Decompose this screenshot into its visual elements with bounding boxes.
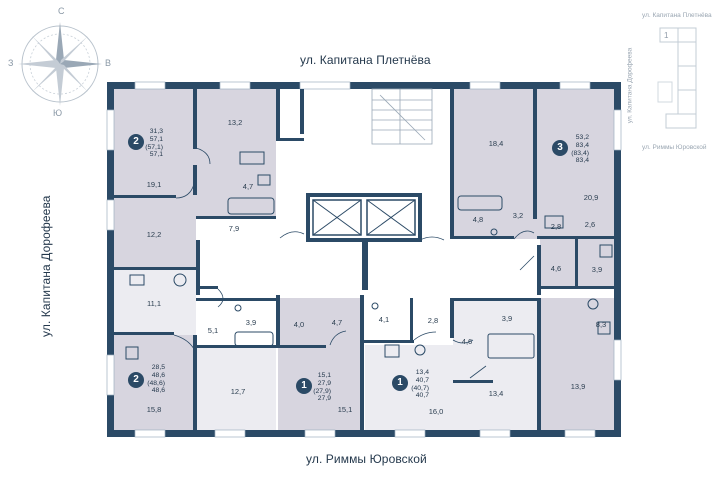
room-area: 4,7 [331, 318, 343, 327]
stairwell [371, 88, 433, 145]
room-area: 3,9 [591, 265, 603, 274]
room-area: 13,2 [227, 118, 243, 127]
minimap-section-number: 1 [664, 31, 669, 40]
rooms-badge: 1 [296, 378, 312, 394]
room-area: 12,2 [146, 230, 162, 239]
apartment-areas: 13,4 40,7 (40,7) 40,7 [411, 369, 429, 400]
compass-north-label: С [58, 6, 65, 16]
compass-rose-icon [18, 22, 102, 106]
room-area: 13,4 [488, 389, 504, 398]
door-swings [173, 147, 535, 379]
apartment-info[interactable]: 1 13,4 40,7 (40,7) 40,7 [392, 369, 429, 401]
room-area: 13,9 [570, 382, 586, 391]
room-area: 2,8 [550, 222, 562, 231]
room-area: 3,2 [512, 211, 524, 220]
outer-walls [107, 82, 621, 437]
room-area: 2,8 [427, 316, 439, 325]
apartment-1-bottom-center[interactable] [278, 345, 364, 430]
room-area: 5,1 [207, 326, 219, 335]
room-area: 3,9 [501, 314, 513, 323]
apartment-areas: 31,3 57,1 (57,1) 57,1 [145, 128, 163, 159]
room-area: 19,1 [146, 180, 162, 189]
room-area: 11,1 [146, 299, 162, 308]
room-area: 7,9 [228, 224, 240, 233]
minimap-top-street: ул. Капитана Плетнёва [642, 12, 712, 19]
apartment-2-bottom-left[interactable] [114, 335, 196, 430]
room-area: 3,9 [245, 318, 257, 327]
room-area: 4,7 [242, 182, 254, 191]
street-bottom-label: ул. Риммы Юровской [306, 452, 427, 466]
minimap-building-icon [657, 27, 697, 129]
apartment-fills [114, 89, 614, 430]
interior-walls [114, 89, 614, 430]
room-area: 18,4 [488, 139, 504, 148]
fixtures [125, 151, 613, 360]
room-area: 20,9 [583, 193, 599, 202]
compass-west-label: З [8, 58, 14, 68]
rooms-badge: 2 [128, 134, 144, 150]
apartment-info[interactable]: 1 15,1 27,9 (27,9) 27,9 [296, 372, 332, 404]
apartment-areas: 53,2 83,4 (83,4) 83,4 [571, 134, 589, 165]
compass-south-label: Ю [53, 108, 63, 118]
compass-east-label: В [105, 58, 112, 68]
apartment-areas: 28,5 48,6 (48,6) 48,6 [147, 364, 165, 395]
minimap-bottom-street: ул. Риммы Юровской [642, 144, 707, 151]
apartment-info[interactable]: 3 53,2 83,4 (83,4) 83,4 [552, 134, 589, 166]
room-area: 15,1 [337, 405, 353, 414]
apartment-1-bottom-right[interactable] [540, 298, 614, 430]
room-area: 4,6 [550, 264, 562, 273]
apartment-areas: 15,1 27,9 (27,9) 27,9 [313, 372, 331, 403]
minimap: ул. Капитана Плетнёва 1 ул. Капитана Дор… [626, 8, 720, 153]
room-area: 15,8 [146, 405, 162, 414]
apartment-2-top-left[interactable] [114, 89, 196, 269]
windows [106, 81, 622, 438]
apartment-info[interactable]: 2 31,3 57,1 (57,1) 57,1 [128, 128, 164, 160]
elevator-core [306, 193, 422, 290]
room-area: 4,8 [472, 215, 484, 224]
room-area: 4,6 [461, 337, 473, 346]
room-area: 8,3 [595, 320, 607, 329]
room-area: 2,6 [584, 220, 596, 229]
street-top-label: ул. Капитана Плетнёва [300, 53, 431, 67]
rooms-badge: 1 [392, 375, 408, 391]
rooms-badge: 2 [128, 372, 144, 388]
room-area: 12,7 [230, 387, 246, 396]
compass: С З В Ю [8, 6, 112, 118]
apartment-info[interactable]: 2 28,5 48,6 (48,6) 48,6 [128, 364, 165, 396]
rooms-badge: 3 [552, 140, 568, 156]
room-area: 4,1 [378, 315, 390, 324]
room-area: 16,0 [428, 407, 444, 416]
room-area: 4,0 [293, 320, 305, 329]
